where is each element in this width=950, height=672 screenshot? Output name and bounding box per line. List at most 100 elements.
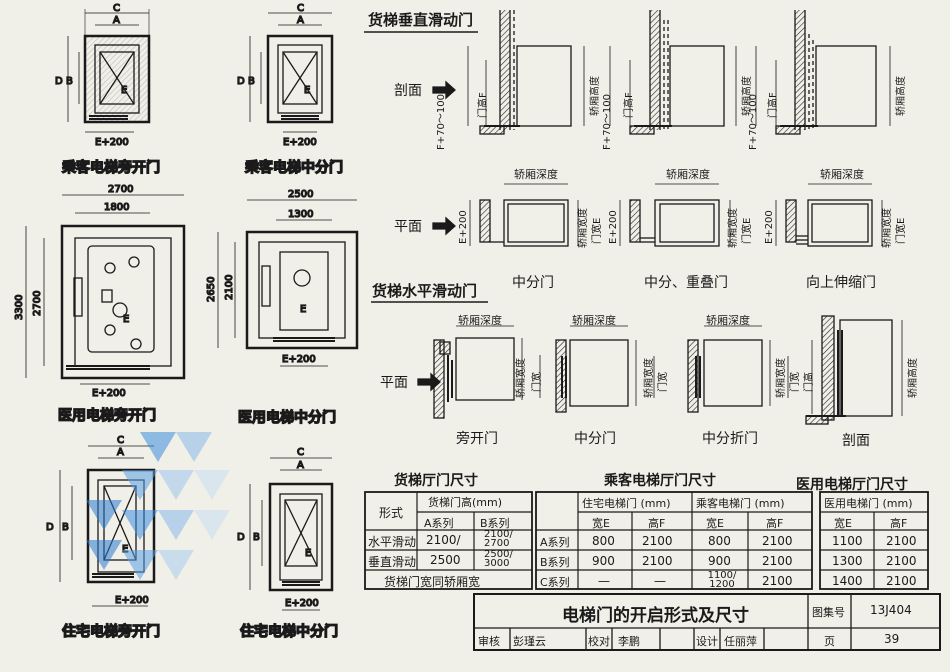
dim-f70-2: F+70～100 [602,94,613,150]
dim-b: B [66,76,73,87]
dim-a-2: A [297,15,304,26]
dim-f70-3: F+70～100 [748,94,759,150]
passenger-row3-ph: 2100 [762,574,793,588]
passenger-sub-h1: 高F [648,517,666,530]
e200-v1: E+200 [458,210,469,244]
vertical-caption-2: 中分、重叠门 [644,275,728,291]
dim-c: C [113,3,120,14]
dim-d-2: D [237,76,245,87]
dim-e200-4: E+200 [282,354,316,365]
passenger-res-head: 住宅电梯门 (mm) [582,497,671,510]
medical-head: 医用电梯门 (mm) [824,497,913,510]
arrow-section [432,80,456,100]
passenger-row3-name: C系列 [540,576,570,589]
e200-v2: E+200 [608,210,619,244]
medical-row2-w: 1300 [832,554,863,568]
h-cab-depth-3: 轿厢深度 [706,314,750,327]
horizontal-caption-4: 剖面 [842,433,870,449]
dim-e-3: E [123,314,129,325]
h-cab-w-3: 轿厢宽度 [776,358,787,398]
horizontal-plan-label: 平面 [380,375,408,391]
horizontal-plan-center-folding [687,325,789,413]
dim-a: A [113,15,120,26]
horizontal-caption-1: 旁开门 [456,431,498,447]
door-h-3: 门高F [768,92,779,118]
dim-a-5: A [117,447,124,458]
dim-e200: E+200 [95,137,129,148]
dim-b-5: B [62,522,69,533]
passenger-row1-ph: 2100 [762,534,793,548]
freight-door-table [364,491,533,590]
page-number: 39 [884,632,900,646]
check-name: 李鹏 [618,635,640,648]
cab-depth-1: 轿厢深度 [514,168,558,181]
sheet-title: 电梯门的开启形式及尺寸 [562,606,749,626]
vertical-section-2 [609,10,737,135]
caption-passenger-side: 乘客电梯旁开门 [61,159,160,176]
dim-e200-5: E+200 [115,595,149,606]
atlas-label: 图集号 [812,606,845,619]
door-w-v2: 门宽E [742,217,753,244]
h-cab-w-1: 轿厢宽度 [516,358,527,398]
caption-residential-side: 住宅电梯旁开门 [62,623,160,640]
vertical-plan-label: 平面 [394,219,422,235]
cab-depth-3: 轿厢深度 [820,168,864,181]
passenger-row1-rw: 800 [592,534,615,548]
atlas-number: 13J404 [870,603,912,617]
residential-center-door-plan [249,457,334,611]
dim-b-2: B [248,76,255,87]
passenger-sub-w1: 宽E [592,517,610,530]
vertical-plan-3 [775,183,883,247]
passenger-row3-pw: 1100/ 1200 [707,570,737,590]
vertical-caption-1: 中分门 [512,275,554,291]
vertical-caption-3: 向上伸缩门 [806,275,876,291]
med-side-inner-h: 2700 [32,291,43,316]
freight-sub-b: B系列 [480,517,510,530]
freight-col-form: 形式 [379,506,404,520]
freight-row1-a: 2100/ [426,533,461,547]
dim-c-6: C [297,447,304,458]
caption-medical-side: 医用电梯旁开门 [58,407,156,424]
vertical-plan-1 [469,183,579,247]
passenger-side-door-plan [67,9,151,133]
door-h-1: 门高F [478,92,489,118]
horizontal-caption-2: 中分门 [574,431,616,447]
passenger-row2-pw: 900 [708,554,731,568]
med-center-inner-w: 1300 [288,209,313,220]
dim-d-6: D [237,532,245,543]
freight-sub-a: A系列 [424,517,454,530]
caption-residential-center: 住宅电梯中分门 [240,623,338,640]
medical-table-title: 医用电梯厅门尺寸 [796,477,908,493]
cab-h-3: 轿厢高度 [896,76,907,116]
door-w-v3: 门宽E [896,217,907,244]
horizontal-section [805,315,903,425]
medical-row2-h: 2100 [886,554,917,568]
title-block-frame [473,593,941,651]
h-cab-h: 轿厢高度 [908,358,919,398]
page-label: 页 [824,635,835,648]
dim-d-5: D [46,522,54,533]
dim-e-5: E [122,544,128,555]
h-cab-depth-2: 轿厢深度 [572,314,616,327]
review-name: 彭瑾云 [513,635,546,648]
med-side-outer-h: 3300 [14,295,25,320]
vertical-heading: 货梯垂直滑动门 [368,11,474,29]
cab-w-v2: 轿厢宽度 [728,208,739,248]
medical-row3-h: 2100 [886,574,917,588]
cab-w-v1: 轿厢宽度 [578,208,589,248]
watermark-logo [86,432,230,580]
vertical-section-label: 剖面 [394,83,422,99]
freight-row2-b: 2500/ 3000 [484,549,513,569]
passenger-row2-rh: 2100 [642,554,673,568]
freight-row2-a: 2500 [430,553,461,567]
medical-row1-h: 2100 [886,534,917,548]
h-door-w-1: 门宽 [532,372,543,392]
h-cab-w-2: 轿厢宽度 [644,358,655,398]
passenger-row2-ph: 2100 [762,554,793,568]
medical-sub-w: 宽E [834,517,852,530]
medical-row1-w: 1100 [832,534,863,548]
passenger-row2-name: B系列 [540,556,570,569]
passenger-row3-rh: — [654,574,666,588]
